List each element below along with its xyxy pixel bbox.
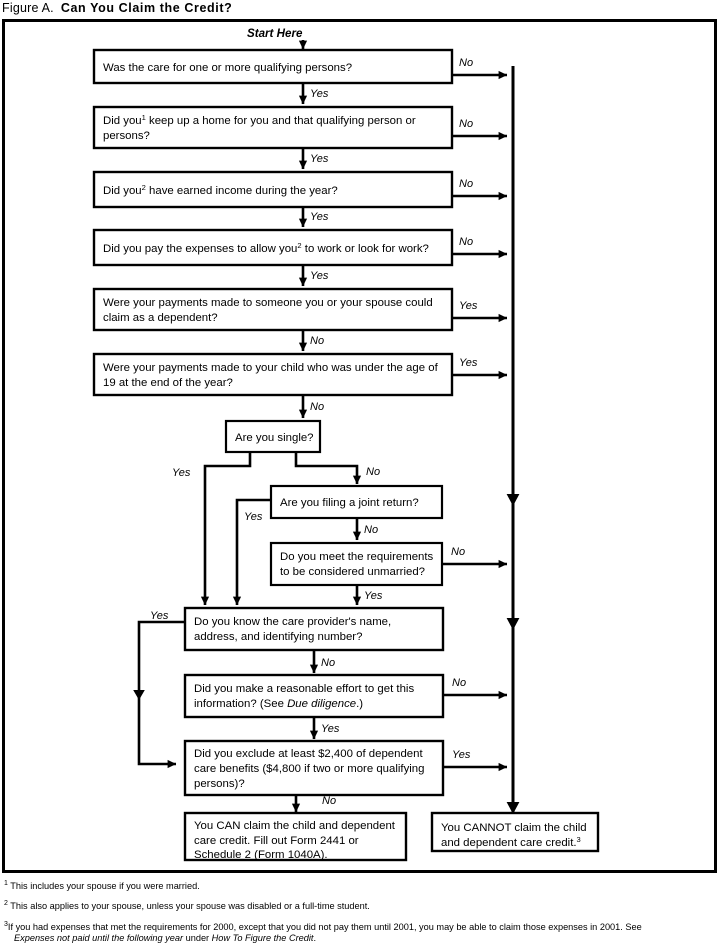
- box-q9-text-line1: Do you meet the requirements: [280, 551, 434, 563]
- footnote-3-marker: 3: [4, 920, 8, 928]
- start-here-label: Start Here: [247, 27, 303, 40]
- q3-yes-label: Yes: [310, 211, 329, 223]
- footnote-3-line2: Expenses not paid until the following ye…: [14, 933, 716, 944]
- footnote-2-text: This also applies to your spouse, unless…: [10, 901, 370, 912]
- box-q11-text-line1: Did you make a reasonable effort to get …: [194, 683, 414, 695]
- q8-no-label: No: [364, 524, 378, 536]
- box-can-text-line3: Schedule 2 (Form 1040A).: [194, 849, 328, 861]
- box-q3-text: Did you2 have earned income during the y…: [103, 183, 338, 198]
- footnote-1-text: This includes your spouse if you were ma…: [10, 881, 200, 892]
- box-q5-text-line2: claim as a dependent?: [103, 312, 218, 324]
- footnote-2-marker: 2: [4, 900, 8, 908]
- box-q4: [92, 228, 454, 267]
- box-q10: [183, 606, 445, 652]
- q11-no-label: No: [452, 677, 466, 689]
- figure-title-row: Figure A. Can You Claim the Credit?: [2, 0, 232, 16]
- footnote-3-italic-a: Expenses not paid until the following ye…: [14, 933, 184, 944]
- bus-arrow-2: [506, 618, 520, 630]
- q12-no-label: No: [322, 795, 336, 807]
- bus-arrow-1: [506, 494, 520, 506]
- box-q9: [269, 541, 444, 587]
- q8-yes-connector: [232, 498, 271, 606]
- box-can-text-line1: You CAN claim the child and dependent: [194, 820, 396, 832]
- box-q11: [183, 673, 445, 719]
- box-cannot-text-line1: You CANNOT claim the child: [441, 822, 587, 834]
- q11-yes-label: Yes: [321, 723, 340, 735]
- box-q1: [92, 48, 454, 85]
- footnote-1-marker: 1: [4, 880, 8, 887]
- page-title: Can You Claim the Credit?: [60, 1, 233, 15]
- q4-yes-label: Yes: [310, 270, 329, 282]
- box-q7: [224, 419, 322, 454]
- q10-yes-label: Yes: [150, 610, 169, 622]
- q10-no-label: No: [321, 657, 335, 669]
- box-q6: [92, 352, 454, 397]
- q3-no-label: No: [459, 178, 473, 190]
- box-q12-text-line2: care benefits ($4,800 if two or more qua…: [194, 763, 424, 775]
- box-q8-text: Are you filing a joint return?: [280, 497, 419, 509]
- q12-yes-label: Yes: [452, 749, 471, 761]
- footnote-1: 1 This includes your spouse if you were …: [4, 878, 716, 892]
- box-q5-text-line1: Were your payments made to someone you o…: [103, 297, 433, 309]
- box-q10-text-line1: Do you know the care provider's name,: [194, 616, 391, 628]
- q10-yes-connector: [137, 620, 185, 769]
- box-q10-text-line2: address, and identifying number?: [194, 631, 362, 643]
- q9-no-label: No: [451, 546, 465, 558]
- bus-arrow-3: [506, 802, 520, 814]
- figure-label: Figure A.: [2, 1, 54, 15]
- box-q2-text-line2: persons?: [103, 130, 150, 142]
- box-q4-text: Did you pay the expenses to allow you2 t…: [103, 241, 429, 256]
- footnote-3-italic-b: How To Figure the Credit: [211, 933, 314, 944]
- q7-no-label: No: [366, 466, 380, 478]
- box-q1-text: Was the care for one or more qualifying …: [103, 62, 352, 74]
- q2-no-label: No: [459, 118, 473, 130]
- box-q6-text-line1: Were your payments made to your child wh…: [103, 362, 439, 374]
- q7-yes-connector: [200, 452, 252, 606]
- q9-yes-label: Yes: [364, 590, 383, 602]
- footnotes: 1 This includes your spouse if you were …: [4, 878, 716, 945]
- box-q12-text-line1: Did you exclude at least $2,400 of depen…: [194, 748, 423, 760]
- q10-yes-midarrow: [133, 690, 145, 700]
- footnote-3: 3If you had expenses that met the requir…: [4, 919, 716, 945]
- box-q5: [92, 287, 454, 332]
- q6-no-label: No: [310, 401, 324, 413]
- footnote-3-text: If you had expenses that met the require…: [7, 922, 642, 932]
- box-q12: [183, 739, 445, 797]
- box-q2-text-line1: Did you1 keep up a home for you and that…: [103, 113, 416, 128]
- box-q6-text-line2: 19 at the end of the year?: [103, 377, 233, 389]
- box-q11-text-line2: information? (See Due diligence.): [194, 698, 363, 710]
- q1-no-label: No: [459, 57, 473, 69]
- box-q2: [92, 105, 454, 150]
- q1-yes-label: Yes: [310, 88, 329, 100]
- box-q12-text-line3: persons)?: [194, 778, 245, 790]
- box-result-cannot: [430, 811, 600, 853]
- q5-yes-label: Yes: [459, 300, 478, 312]
- q2-yes-label: Yes: [310, 153, 329, 165]
- q8-yes-label: Yes: [244, 511, 263, 523]
- q6-yes-label: Yes: [459, 357, 478, 369]
- q4-no-label: No: [459, 236, 473, 248]
- box-q7-text: Are you single?: [235, 432, 314, 444]
- q7-yes-label: Yes: [172, 467, 191, 479]
- box-q8: [269, 484, 444, 520]
- footnote-3-end: .: [313, 933, 317, 944]
- box-cannot-text-line2: and dependent care credit.3: [441, 835, 581, 850]
- q7-no-connector: [294, 452, 362, 485]
- q5-no-label: No: [310, 335, 324, 347]
- box-result-can: [183, 811, 408, 862]
- footnote-3-mid: under: [183, 933, 212, 944]
- box-q9-text-line2: to be considered unmarried?: [280, 566, 425, 578]
- box-can-text-line2: care credit. Fill out Form 2441 or: [194, 835, 359, 847]
- box-q3: [92, 170, 454, 209]
- footnote-2: 2 This also applies to your spouse, unle…: [4, 898, 716, 912]
